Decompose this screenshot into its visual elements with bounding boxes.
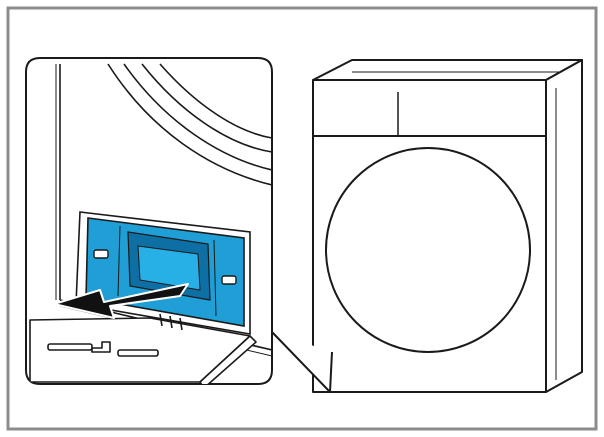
filter-grip	[137, 245, 201, 291]
door-arc-inner2	[159, 63, 272, 139]
filter-divider-2	[213, 239, 217, 317]
detail-callout	[25, 57, 273, 385]
pin-1	[159, 313, 163, 327]
pin-2	[169, 315, 173, 329]
latch-icon	[93, 249, 237, 285]
filter-divider	[117, 225, 121, 297]
flap-slot-2	[117, 349, 159, 357]
pin-3	[179, 317, 183, 331]
door-arc-outer	[107, 63, 272, 186]
flap-hinge	[91, 341, 111, 353]
flap-door	[29, 313, 257, 384]
door-arc-inner	[141, 63, 272, 153]
pull-arrow-icon	[53, 283, 189, 319]
door-arc-mid	[123, 63, 272, 171]
dryer-door	[325, 147, 531, 353]
flap-slot-1	[47, 343, 93, 351]
dryer-side-face	[545, 59, 583, 393]
dryer	[312, 59, 583, 393]
callout-pointer	[271, 331, 333, 393]
dryer-top-face	[312, 59, 583, 81]
flap-edge	[199, 335, 257, 384]
